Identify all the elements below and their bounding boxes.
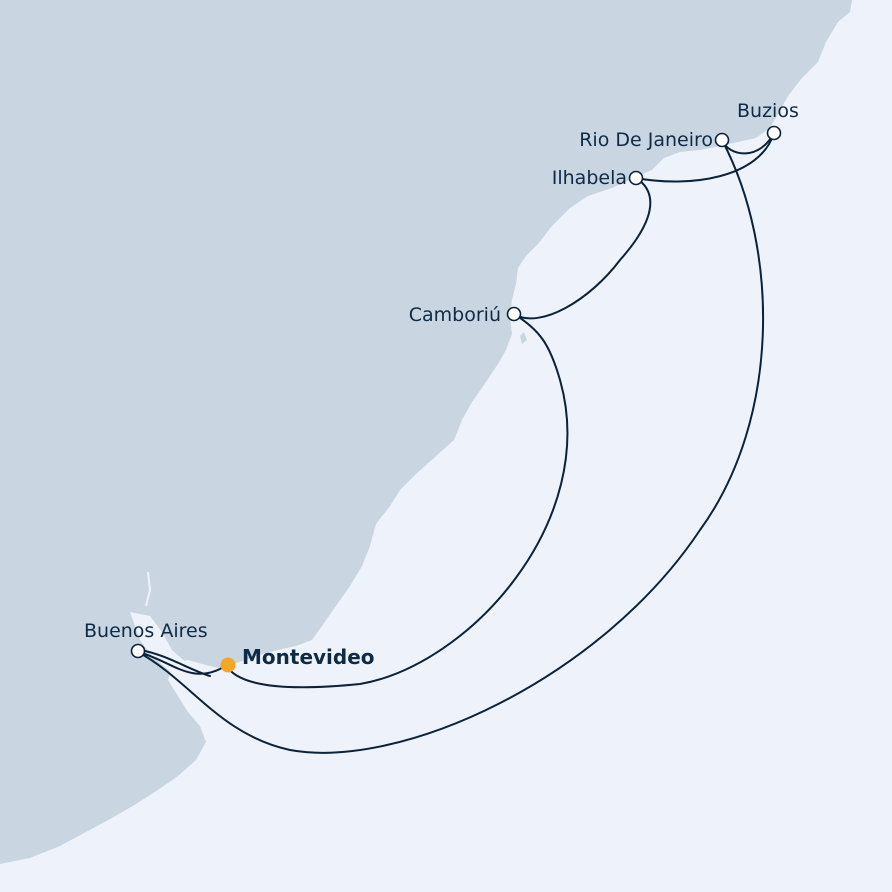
port-marker-buzios[interactable] bbox=[766, 125, 782, 141]
route-lines bbox=[137, 132, 775, 754]
river bbox=[145, 571, 152, 607]
port-marker-camboriu[interactable] bbox=[506, 306, 522, 322]
port-label-buzios: Buzios bbox=[737, 100, 799, 122]
route-segment bbox=[513, 177, 652, 320]
port-label-buenos-aires: Buenos Aires bbox=[84, 620, 208, 642]
port-label-montevideo: Montevideo bbox=[242, 645, 375, 669]
port-label-camboriu: Camboriú bbox=[409, 304, 501, 326]
port-marker-rio[interactable] bbox=[714, 132, 730, 148]
island bbox=[515, 240, 526, 250]
route-segment bbox=[139, 649, 211, 677]
port-label-rio: Rio De Janeiro bbox=[579, 129, 713, 151]
route-segment bbox=[225, 313, 569, 689]
route-segment bbox=[137, 651, 223, 675]
home-port-marker-montevideo[interactable] bbox=[220, 657, 236, 673]
route-segment bbox=[137, 139, 765, 754]
route-segment bbox=[635, 132, 775, 183]
island bbox=[520, 332, 527, 344]
port-label-ilhabela: Ilhabela bbox=[552, 167, 627, 189]
port-marker-ilhabela[interactable] bbox=[628, 170, 644, 186]
port-marker-buenos-aires[interactable] bbox=[130, 643, 146, 659]
landmass-south-america bbox=[0, 0, 852, 864]
port-markers bbox=[130, 125, 782, 673]
port-labels: Buzios Rio De Janeiro Ilhabela Camboriú … bbox=[84, 100, 799, 669]
